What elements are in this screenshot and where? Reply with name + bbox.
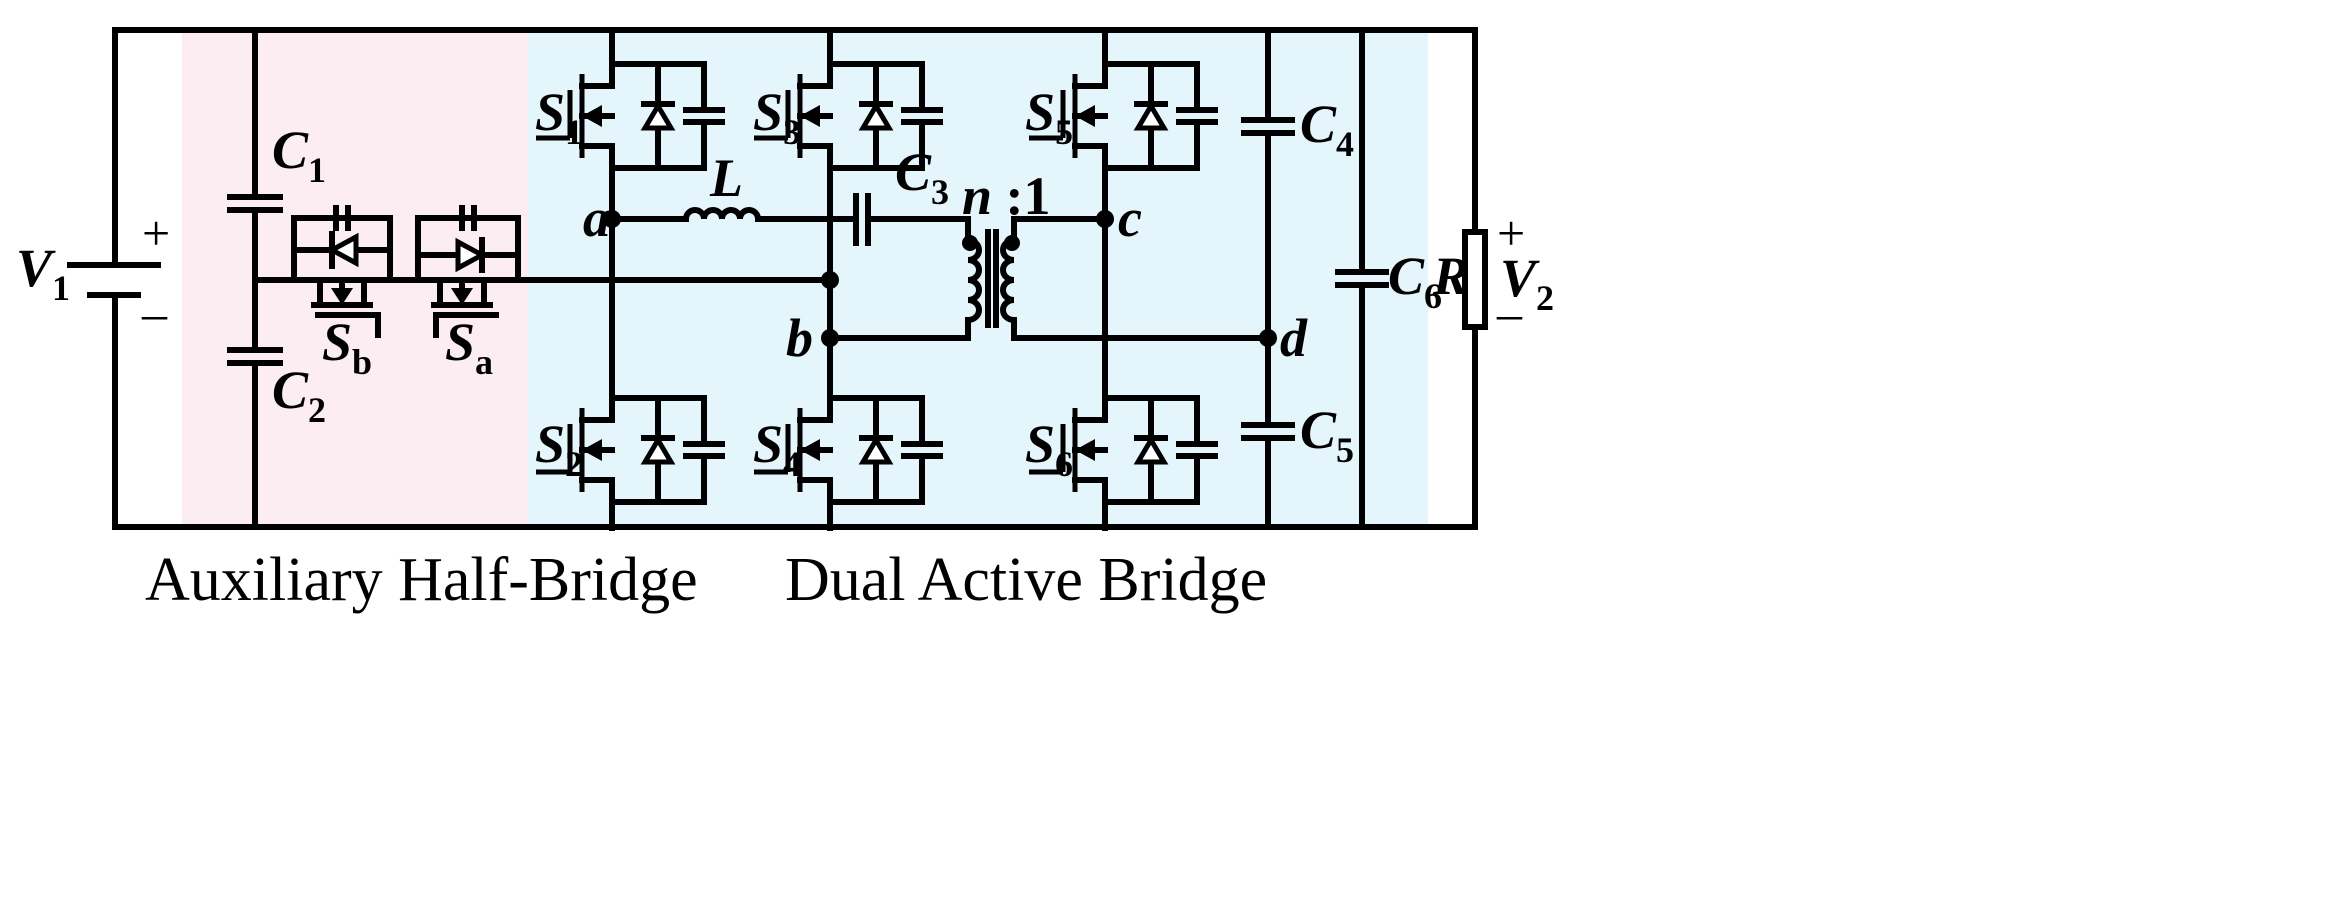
battery-v1 xyxy=(67,262,161,298)
inductor-and-c3-branch xyxy=(609,193,971,246)
label-sb: Sb xyxy=(322,312,372,382)
node-a: a xyxy=(583,188,610,248)
capacitor-c6-column xyxy=(1335,27,1389,530)
node-c: c xyxy=(1118,188,1142,248)
label-c4: C4 xyxy=(1300,94,1354,164)
label-s3: S3 xyxy=(753,82,801,152)
label-l: L xyxy=(709,148,743,208)
junction-dots xyxy=(603,210,1277,347)
outer-wires xyxy=(112,27,1478,530)
label-s5: S5 xyxy=(1025,82,1073,152)
label-c5: C5 xyxy=(1300,400,1354,470)
label-r: R xyxy=(1432,246,1469,306)
label-s6: S6 xyxy=(1025,414,1073,484)
label-v2: V2 xyxy=(1500,248,1554,318)
node-d: d xyxy=(1280,308,1308,368)
label-s4: S4 xyxy=(753,414,801,484)
v2-minus: – xyxy=(1496,285,1523,341)
node-b: b xyxy=(786,308,813,368)
caption-dual-active-bridge: Dual Active Bridge xyxy=(785,546,1267,614)
label-turns-ratio: n :1 xyxy=(962,166,1051,226)
label-c2: C2 xyxy=(272,360,326,430)
label-c1: C1 xyxy=(272,120,326,190)
v1-minus: – xyxy=(141,285,168,341)
v2-plus: + xyxy=(1497,205,1525,261)
label-s2: S2 xyxy=(535,414,583,484)
v1-plus: + xyxy=(142,205,170,261)
switch-sb xyxy=(291,205,393,338)
resistor-r xyxy=(1462,229,1488,330)
label-c3: C3 xyxy=(895,142,949,212)
label-s1: S1 xyxy=(535,82,583,152)
label-sa: Sa xyxy=(445,312,493,382)
switch-sa xyxy=(415,205,521,338)
caption-auxiliary-half-bridge: Auxiliary Half-Bridge xyxy=(145,546,698,614)
capacitor-column-c4-c5 xyxy=(1241,27,1295,530)
label-c6: C6 xyxy=(1388,246,1442,316)
transformer xyxy=(962,216,1271,341)
label-v1: V1 xyxy=(16,238,70,308)
